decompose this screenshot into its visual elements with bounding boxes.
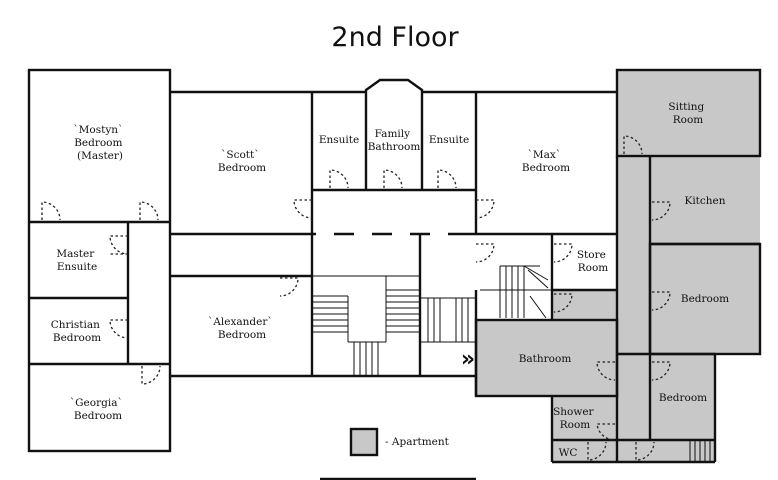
sitting-room-outline (615, 68, 762, 158)
room-label-bathroom: Bathroom (519, 353, 572, 365)
apartment-corridor-fill (617, 156, 650, 462)
kitchen-bedroom-fill (650, 156, 760, 354)
stairs-apartment (689, 440, 711, 462)
apartment-link-fill (552, 290, 617, 320)
room-label-christian: Christian Bedroom (51, 319, 104, 344)
shower-wc-fill (552, 396, 617, 462)
bathroom-outline (474, 318, 619, 398)
room-label-georgia: `Georgia` Bedroom (70, 397, 126, 422)
room-label-mostyn: `Mostyn` Bedroom (Master) (73, 124, 126, 162)
room-label-scott: `Scott` Bedroom (218, 149, 266, 174)
room-label-wc: WC (559, 447, 578, 459)
floor-title: 2nd Floor (331, 22, 459, 53)
room-label-ensuite-right: Ensuite (429, 134, 469, 146)
legend-label: - Apartment (385, 436, 450, 448)
room-label-bedroom-apartment-2: Bedroom (659, 392, 707, 404)
room-label-max: `Max` Bedroom (522, 149, 570, 174)
stairs-secondary (420, 297, 476, 343)
bathroom-fill (476, 320, 617, 396)
legend: - Apartment (349, 427, 450, 457)
room-label-family-bathroom: Family Bathroom (368, 128, 421, 153)
door-swings (41, 135, 671, 461)
apartment-area (476, 70, 760, 462)
room-label-shower-room: Shower Room (553, 406, 597, 431)
room-label-alexander: `Alexander` Bedroom (208, 316, 276, 341)
stairs-main (311, 275, 421, 377)
legend-swatch (349, 427, 379, 457)
bedroom-2-fill (650, 354, 715, 462)
room-labels: `Mostyn` Bedroom (Master) `Scott` Bedroo… (51, 101, 729, 459)
sitting-room-fill (617, 70, 760, 156)
room-label-kitchen: Kitchen (684, 195, 725, 207)
left-wing-outline (27, 68, 172, 453)
direction-arrow-icon: » (461, 347, 475, 372)
room-label-bedroom-apartment-1: Bedroom (681, 293, 729, 305)
room-label-master-ensuite: Master Ensuite (56, 248, 97, 273)
room-label-ensuite-left: Ensuite (319, 134, 359, 146)
room-label-store-room: Store Room (577, 249, 609, 274)
stairs-right (480, 265, 552, 319)
room-label-sitting-room: Sitting Room (668, 101, 707, 126)
